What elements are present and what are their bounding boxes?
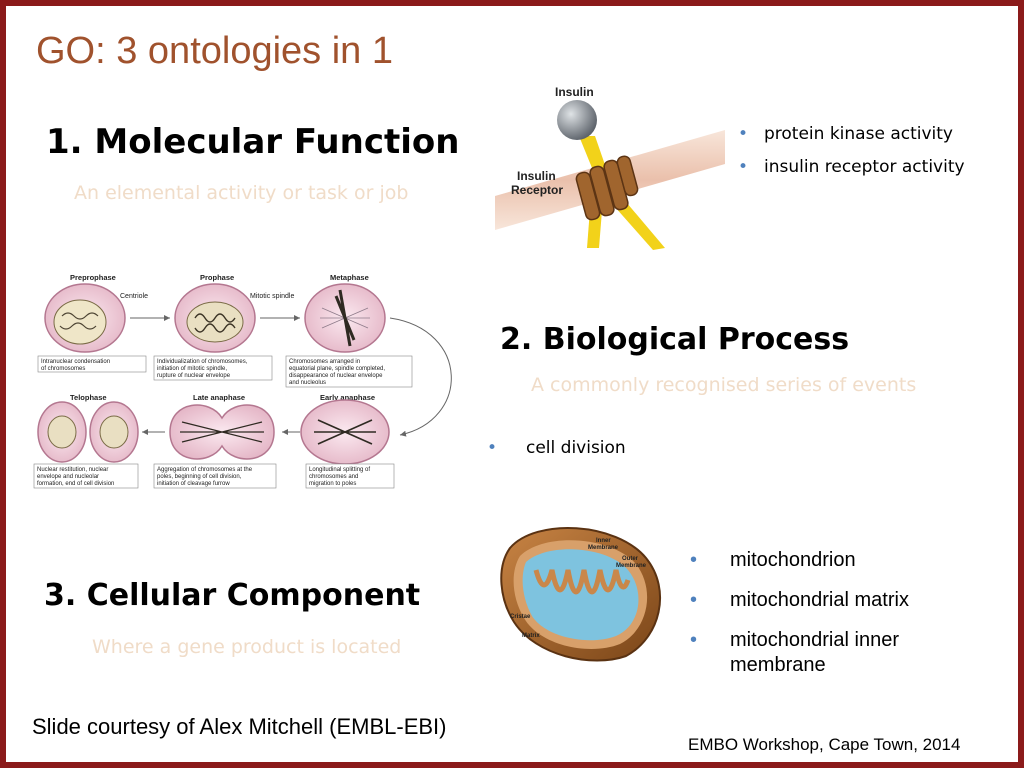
caption-line: of chromosomes xyxy=(41,366,85,372)
mitotic-spindle-callout: Mitotic spindle xyxy=(250,293,294,300)
caption-line: Individualization of chromosomes, xyxy=(157,359,248,365)
bullet-item: •mitochondrion xyxy=(690,549,856,571)
bullet-item: •mitochondrial inner membrane xyxy=(690,629,899,676)
outer-membrane-label-2: Membrane xyxy=(616,563,647,569)
slide-credit: Slide courtesy of Alex Mitchell (EMBL-EB… xyxy=(32,714,447,739)
insulin-receptor-label-1: Insulin xyxy=(517,169,556,183)
cellular-component-heading: 3. Cellular Component xyxy=(44,578,421,613)
molecular-function-description: An elemental activity or task or job xyxy=(74,182,409,204)
biological-process-description: A commonly recognised series of events xyxy=(531,374,917,396)
bullet-dot-icon: • xyxy=(738,157,749,177)
molecular-function-bullets: •protein kinase activity •insulin recept… xyxy=(738,118,965,184)
caption-line: Longitudinal splitting of xyxy=(309,467,370,473)
caption-line: formation, end of cell division xyxy=(37,481,114,487)
caption-line: initiation of mitotic spindle, xyxy=(157,366,227,372)
bullet-dot-icon: • xyxy=(738,124,749,144)
biological-process-bullets: •cell division xyxy=(487,432,626,465)
cellular-component-bullets: •mitochondrion •mitochondrial matrix •mi… xyxy=(690,548,1000,678)
bullet-item: •cell division xyxy=(487,432,626,465)
caption-line: poles, beginning of cell division, xyxy=(157,474,242,480)
bullet-item: •protein kinase activity xyxy=(738,118,965,151)
insulin-receptor-label-2: Receptor xyxy=(511,183,563,197)
bullet-item: •mitochondrial matrix xyxy=(690,589,909,611)
outer-membrane-label-1: Outer xyxy=(622,556,639,562)
bullet-dot-icon: • xyxy=(690,589,698,611)
molecular-function-heading: 1. Molecular Function xyxy=(46,122,460,162)
slide-title: GO: 3 ontologies in 1 xyxy=(36,30,393,72)
caption-line: initiation of cleavage furrow xyxy=(157,481,230,487)
centriole-callout: Centriole xyxy=(120,293,148,300)
stage-label: Metaphase xyxy=(330,273,369,282)
bullet-item: •insulin receptor activity xyxy=(738,151,965,184)
inner-membrane-label-1: Inner xyxy=(596,538,611,544)
caption-line: Aggregation of chromosomes at the xyxy=(157,467,253,473)
caption-line: chromosomes and xyxy=(309,474,358,480)
cellular-component-description: Where a gene product is located xyxy=(92,636,402,658)
stage-label: Preprophase xyxy=(70,273,116,282)
caption-line: envelope and nucleolar xyxy=(37,474,99,480)
insulin-label: Insulin xyxy=(555,85,594,99)
insulin-receptor-image: Insulin Insulin Receptor xyxy=(495,85,725,250)
stage-label: Late anaphase xyxy=(193,393,245,402)
caption-line: equatorial plane, spindle completed, xyxy=(289,366,385,372)
cristae-label: Cristae xyxy=(510,614,531,620)
caption-line: and nucleolus xyxy=(289,380,326,386)
mitosis-stages-diagram: Preprophase Prophase Metaphase Telophase… xyxy=(33,273,452,489)
matrix-label: Matrix xyxy=(522,633,540,639)
stage-label: Early anaphase xyxy=(320,393,375,402)
caption-line: Nuclear restitution, nuclear xyxy=(37,467,108,473)
caption-line: Intranuclear condensation xyxy=(41,359,110,365)
caption-line: Chromosomes arranged in xyxy=(289,359,360,365)
caption-line: rupture of nuclear envelope xyxy=(157,373,231,379)
bullet-dot-icon: • xyxy=(690,549,698,571)
caption-line: migration to poles xyxy=(309,481,356,487)
bullet-dot-icon: • xyxy=(690,629,698,651)
bullet-dot-icon: • xyxy=(487,438,498,458)
caption-line: disappearance of nuclear envelope xyxy=(289,373,383,379)
inner-membrane-label-2: Membrane xyxy=(588,545,619,551)
stage-label: Telophase xyxy=(70,393,107,402)
event-label: EMBO Workshop, Cape Town, 2014 xyxy=(688,735,961,754)
biological-process-heading: 2. Biological Process xyxy=(500,322,850,357)
mitochondrion-image: Inner Membrane Outer Membrane Cristae Ma… xyxy=(500,526,661,662)
stage-label: Prophase xyxy=(200,273,234,282)
